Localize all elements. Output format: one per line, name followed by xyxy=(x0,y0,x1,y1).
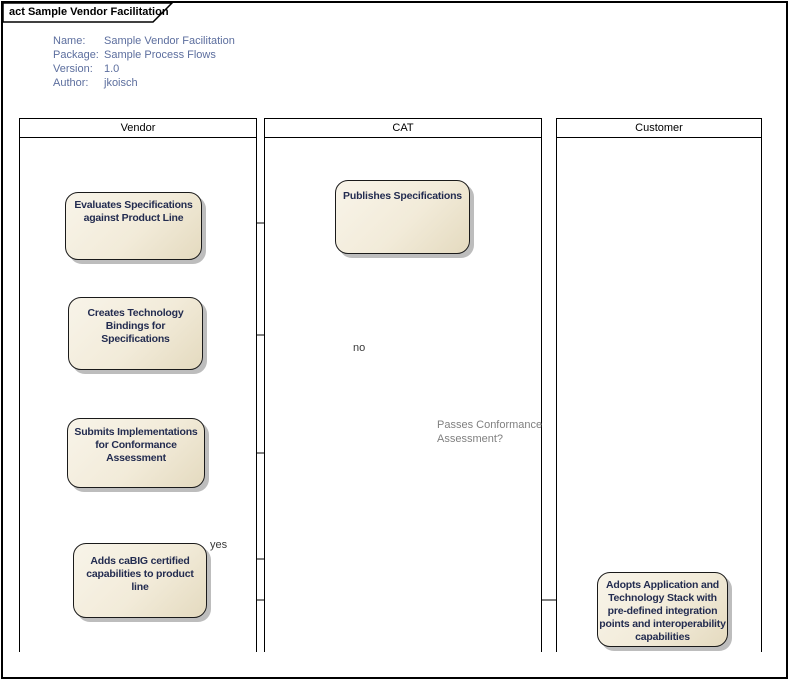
activity-creates-technology-bindings[interactable]: Creates Technology Bindings for Specific… xyxy=(68,297,203,370)
activity-evaluates-specifications[interactable]: Evaluates Specifications against Product… xyxy=(65,192,202,260)
decision-question-label: Passes Conformance Assessment? xyxy=(437,419,543,445)
swimlane-customer: Customer xyxy=(556,118,762,652)
metadata-label: Name: xyxy=(53,35,86,47)
diagram-metadata: Name: Sample Vendor Facilitation Package… xyxy=(53,34,235,90)
metadata-label: Author: xyxy=(53,77,89,89)
metadata-value: Sample Process Flows xyxy=(104,49,216,61)
metadata-value: jkoisch xyxy=(104,77,138,89)
swimlane-cat-header: CAT xyxy=(265,119,541,138)
decision-yes-label: yes xyxy=(210,539,228,551)
metadata-row-package: Package: Sample Process Flows xyxy=(53,48,235,62)
activity-publishes-specifications[interactable]: Publishes Specifications xyxy=(335,180,470,254)
activity-adopts-application-stack[interactable]: Adopts Application and Technology Stack … xyxy=(597,572,728,647)
swimlane-customer-header: Customer xyxy=(557,119,761,138)
metadata-row-version: Version: 1.0 xyxy=(53,62,235,76)
metadata-label: Package: xyxy=(53,49,99,61)
metadata-label: Version: xyxy=(53,63,93,75)
diagram-title-tab-label: act Sample Vendor Facilitation xyxy=(9,6,169,18)
swimlane-vendor-header: Vendor xyxy=(20,119,256,138)
metadata-value: 1.0 xyxy=(104,63,120,75)
metadata-row-author: Author: jkoisch xyxy=(53,76,235,90)
activity-submits-implementations[interactable]: Submits Implementations for Conformance … xyxy=(67,418,205,488)
metadata-row-name: Name: Sample Vendor Facilitation xyxy=(53,34,235,48)
decision-no-label: no xyxy=(353,342,366,354)
activity-adds-cabig-capabilities[interactable]: Adds caBIG certified capabilities to pro… xyxy=(73,543,207,618)
metadata-value: Sample Vendor Facilitation xyxy=(104,35,235,47)
